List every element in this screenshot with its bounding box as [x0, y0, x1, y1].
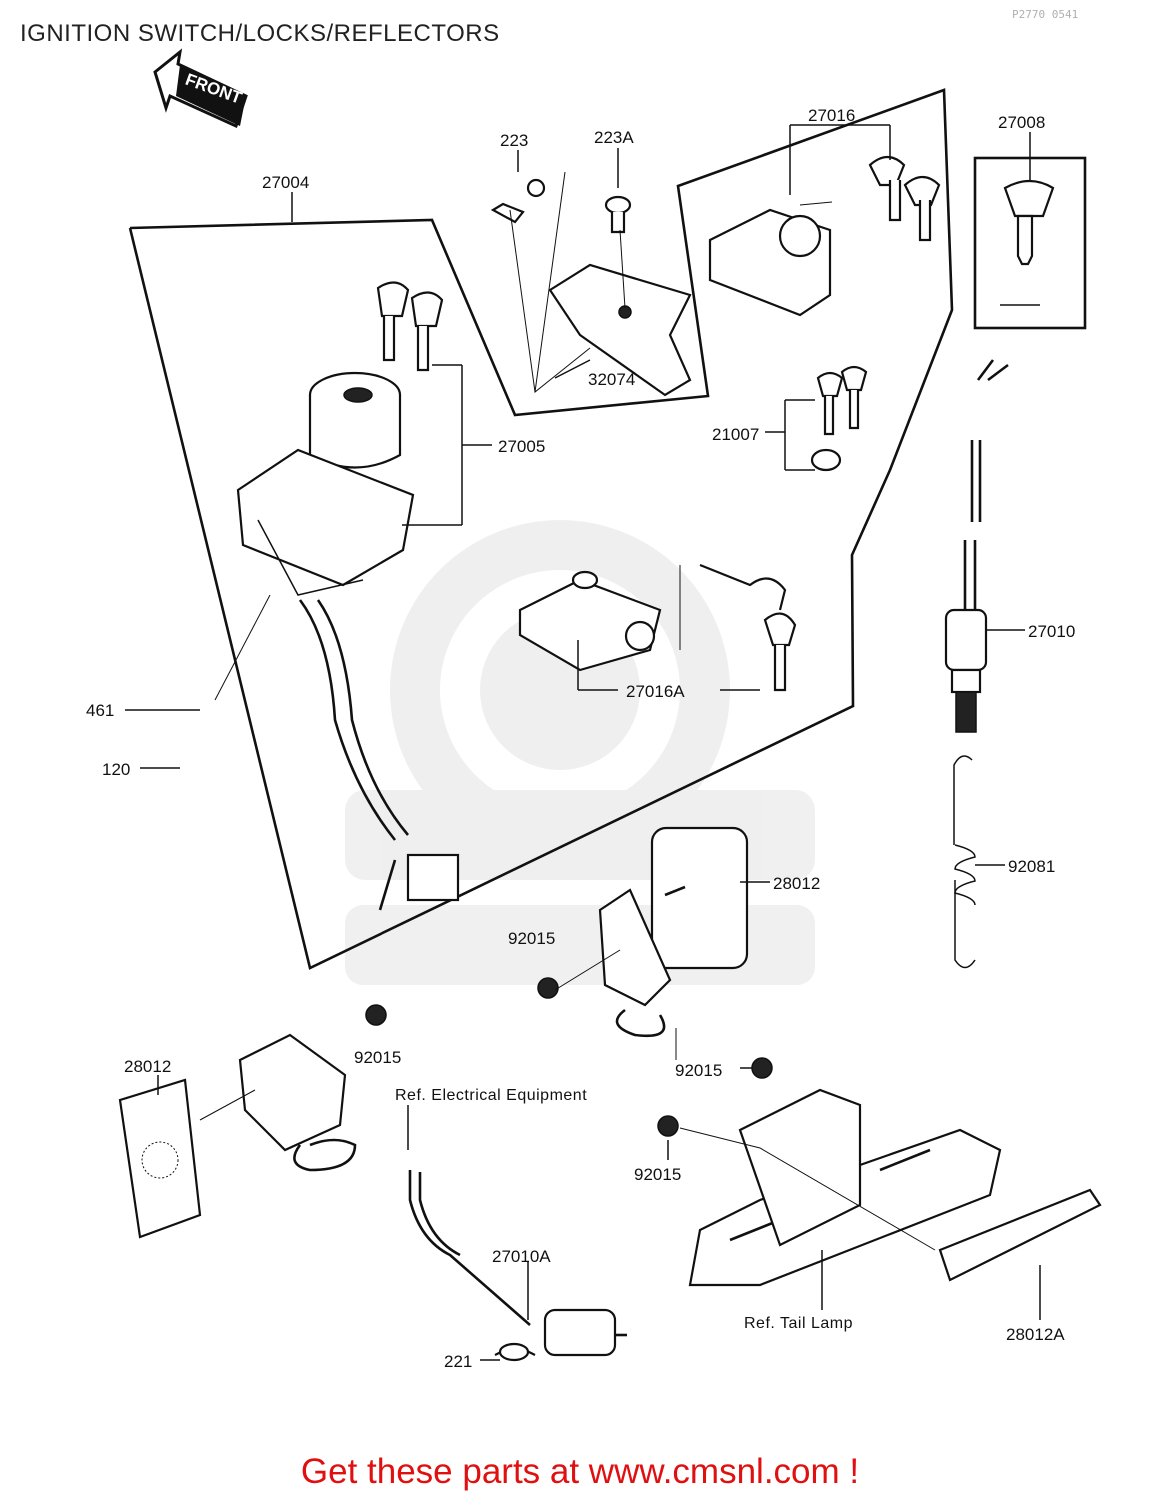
label-92015-right: 92015 [675, 1061, 722, 1080]
label-223: 223 [500, 131, 528, 150]
page-title: IGNITION SWITCH/LOCKS/REFLECTORS [20, 20, 500, 47]
screw-223A-icon [604, 195, 632, 234]
reflector-28012-center [598, 826, 749, 1038]
label-461: 461 [86, 701, 114, 720]
ignition-switch-body [236, 371, 460, 911]
switch-27010-icon [944, 359, 1009, 733]
switch-27010A-icon [408, 1170, 627, 1357]
label-221: 221 [444, 1352, 472, 1371]
diagram-code: P2770 0541 [1012, 8, 1079, 21]
lock-27016A-icon [518, 563, 797, 692]
nut-92015-left-icon [365, 1004, 387, 1026]
label-120: 120 [102, 760, 130, 779]
screw-223-icon [490, 178, 546, 224]
front-arrow-icon: FRONT [153, 48, 248, 129]
spring-92081-icon [953, 755, 976, 969]
nut-92015-center-icon [537, 977, 559, 999]
nut-92015-right-icon [751, 1057, 773, 1079]
label-92015-center: 92015 [508, 929, 555, 948]
label-27016: 27016 [808, 106, 855, 125]
lock-27016-icon [708, 155, 941, 317]
label-28012-left: 28012 [124, 1057, 171, 1076]
parts-diagram: FRONT [86, 48, 1102, 1371]
label-27005: 27005 [498, 437, 545, 456]
label-ref-electrical: Ref. Electrical Equipment [395, 1087, 587, 1104]
leader-lines [125, 124, 1041, 1361]
label-27010A: 27010A [492, 1247, 551, 1266]
keys-27005-icon [376, 281, 444, 372]
guide-lines [199, 171, 936, 1251]
screw-221-icon [494, 1342, 536, 1362]
label-27008: 27008 [998, 113, 1045, 132]
label-27010: 27010 [1028, 622, 1075, 641]
label-92015-left: 92015 [354, 1048, 401, 1067]
label-32074: 32074 [588, 370, 635, 389]
tail-lamp-bracket [688, 1088, 1102, 1287]
label-27004: 27004 [262, 173, 309, 192]
label-27016A: 27016A [626, 682, 685, 701]
reflector-28012-left [118, 1033, 357, 1239]
keys-21007-icon [810, 365, 868, 472]
nut-92015-lower-icon [657, 1115, 679, 1137]
label-ref-tail-lamp: Ref. Tail Lamp [744, 1315, 853, 1332]
label-28012A: 28012A [1006, 1325, 1065, 1344]
label-92015-lower: 92015 [634, 1165, 681, 1184]
bracket-32074 [548, 263, 692, 397]
label-92081: 92081 [1008, 857, 1055, 876]
label-28012-center: 28012 [773, 874, 820, 893]
group-outline-27004 [128, 88, 954, 970]
label-21007: 21007 [712, 425, 759, 444]
label-223A: 223A [594, 128, 634, 147]
key-27008-icon [1000, 179, 1055, 306]
footer-link[interactable]: Get these parts at www.cmsnl.com ! [300, 1452, 860, 1491]
